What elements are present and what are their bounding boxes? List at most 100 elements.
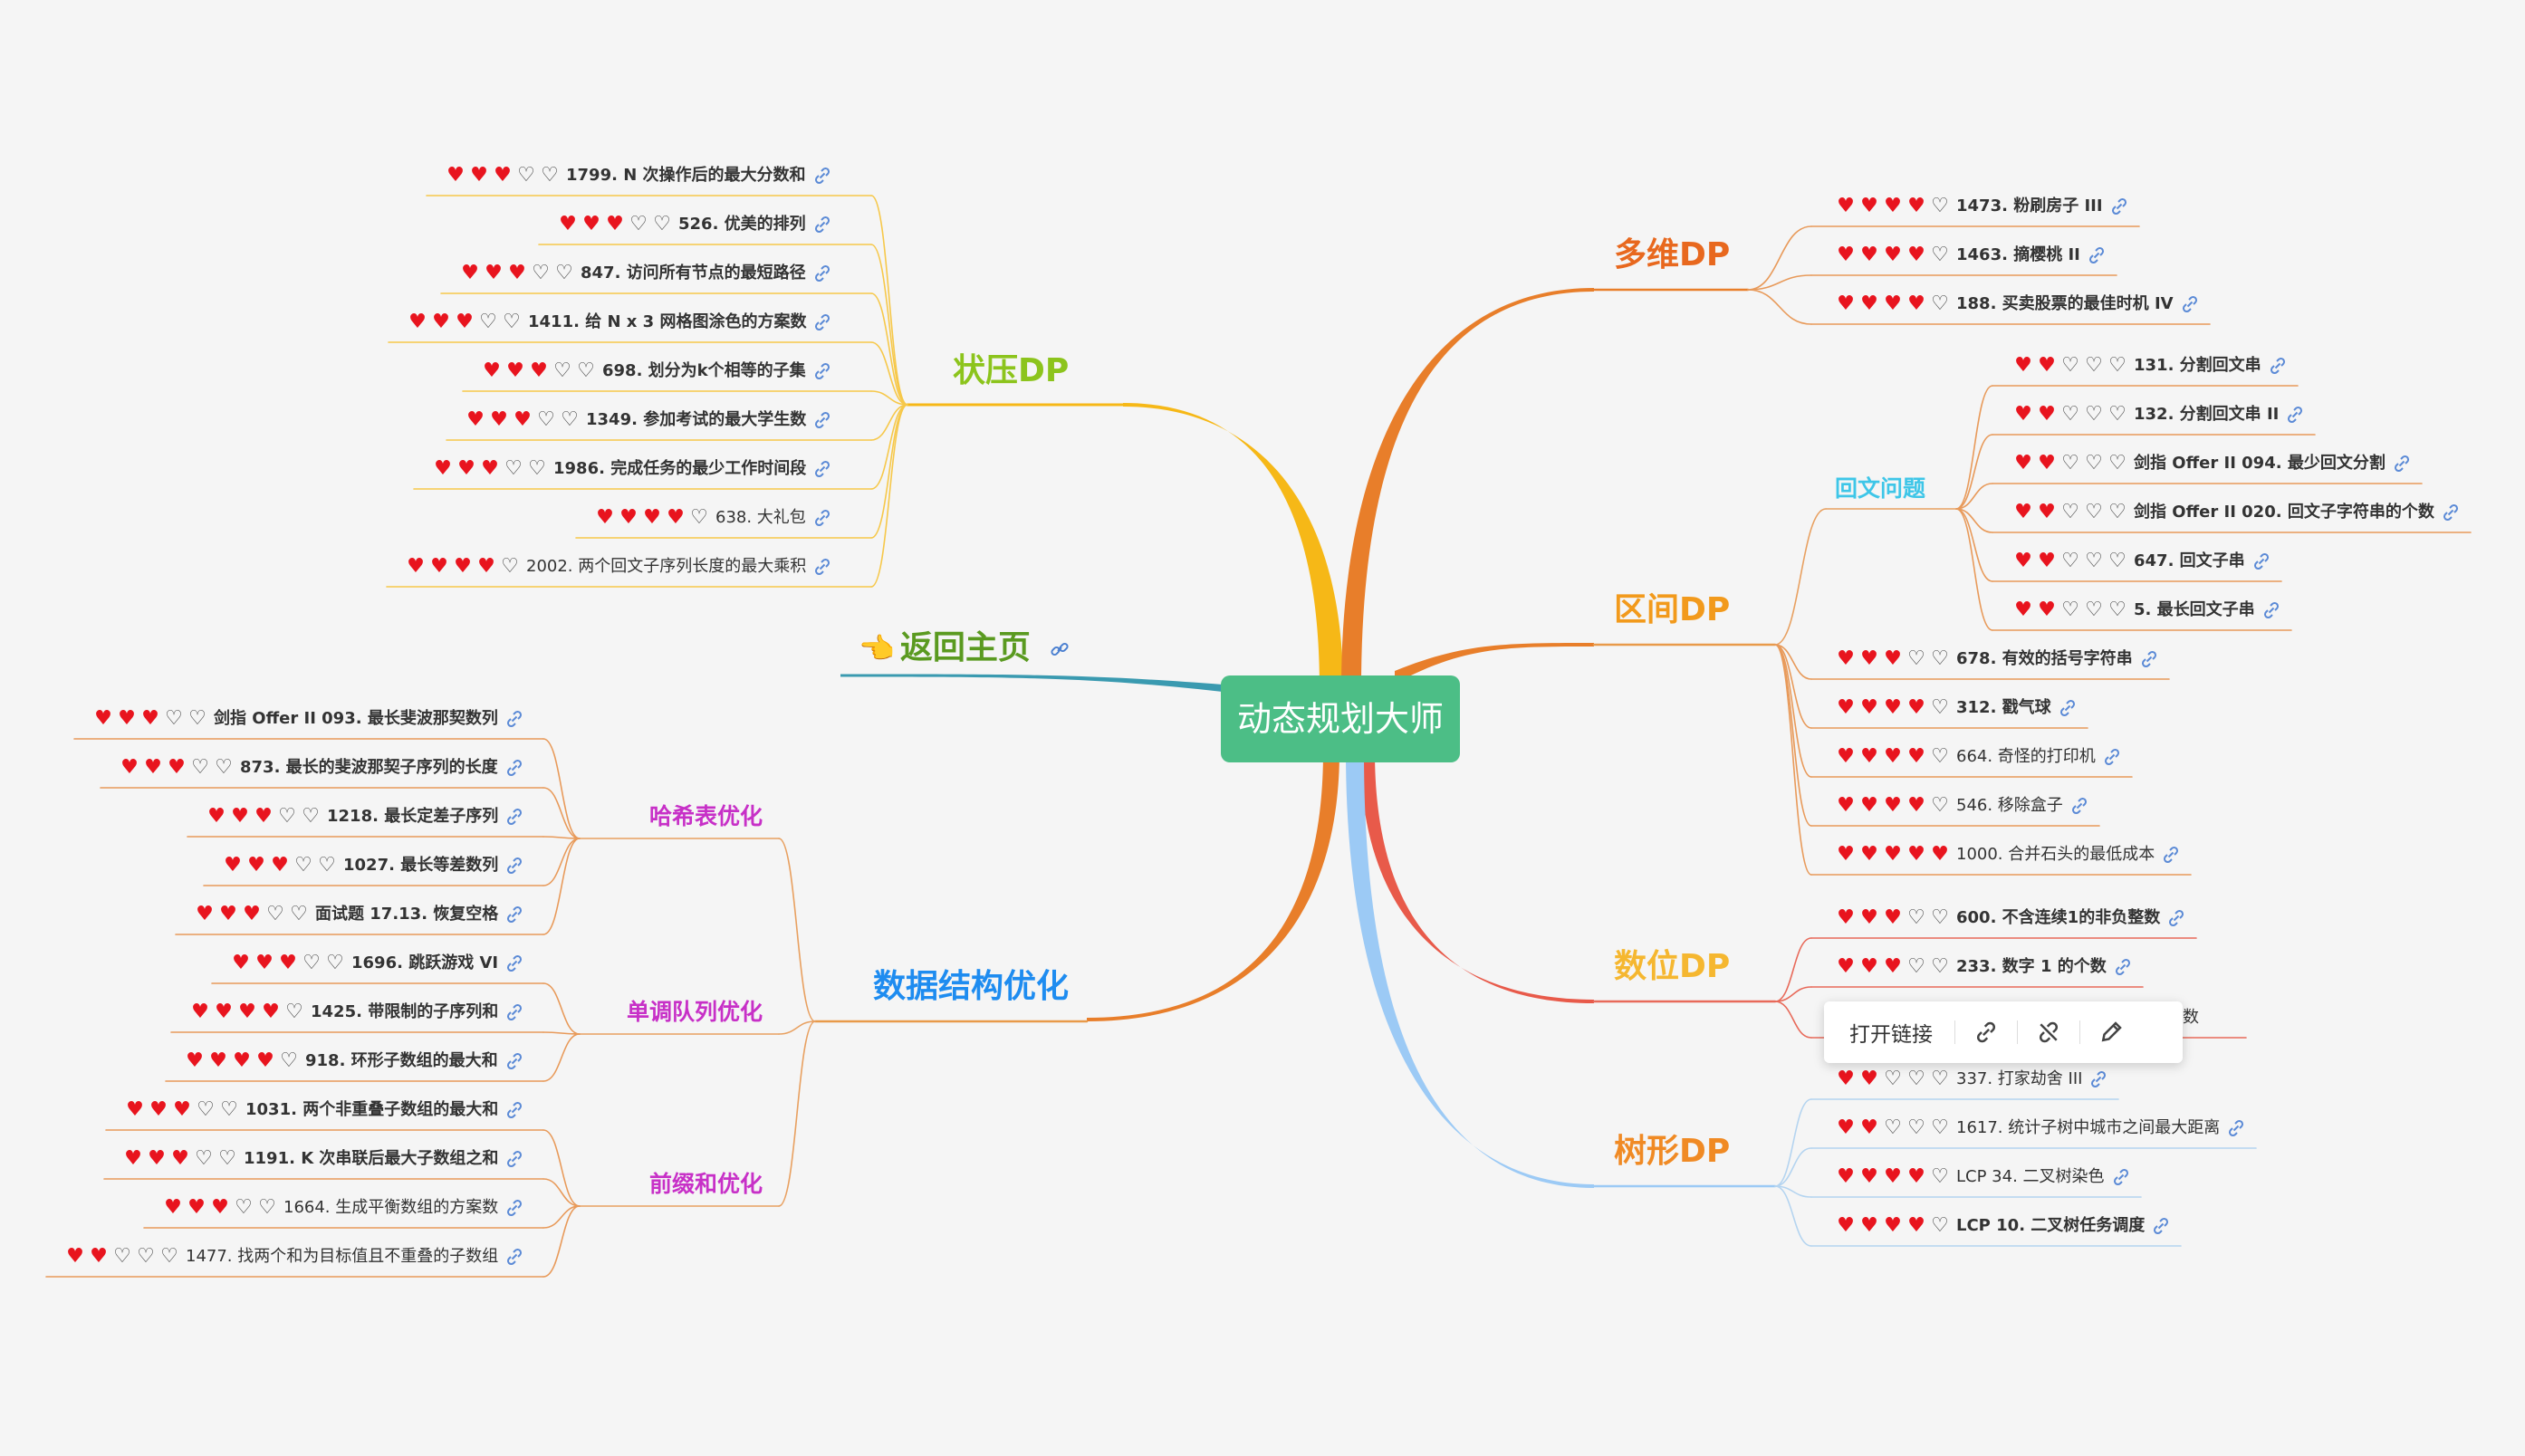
problem-item[interactable]: ♥♥♥♡♡1986. 完成任务的最少工作时间段 xyxy=(432,451,833,487)
problem-item[interactable]: ♥♥♥♥♡546. 移除盒子 xyxy=(1835,788,2090,824)
problem-item[interactable]: ♥♥♥♥♡LCP 34. 二叉树染色 xyxy=(1835,1159,2132,1195)
link-icon[interactable] xyxy=(2261,599,2282,621)
problem-item[interactable]: ♥♥♡♡♡132. 分割回文串 II xyxy=(2012,397,2306,433)
problem-item[interactable]: ♥♥♥♡♡233. 数字 1 的个数 xyxy=(1835,949,2134,985)
link-icon[interactable] xyxy=(504,1148,525,1170)
problem-item[interactable]: ♥♥♥♡♡面试题 17.13. 恢复空格 xyxy=(194,896,525,933)
problem-item[interactable]: ♥♥♥♡♡1411. 给 N x 3 网格图涂色的方案数 xyxy=(407,304,833,340)
link-icon[interactable] xyxy=(2101,746,2123,768)
link-icon[interactable] xyxy=(2160,844,2182,866)
link-icon[interactable] xyxy=(811,263,833,284)
link-icon[interactable] xyxy=(504,1001,525,1023)
problem-item[interactable]: ♥♥♥♥♡2002. 两个回文子序列长度的最大乘积 xyxy=(405,549,833,585)
link-icon[interactable] xyxy=(811,507,833,529)
link-icon[interactable] xyxy=(2138,648,2160,670)
link-icon[interactable] xyxy=(504,1050,525,1072)
branch-duowei[interactable]: 多维DP xyxy=(1614,236,1731,273)
link-icon[interactable] xyxy=(2150,1215,2172,1237)
problem-item[interactable]: ♥♥♥♡♡1191. K 次串联后最大子数组之和 xyxy=(122,1141,525,1177)
link-icon[interactable] xyxy=(504,1099,525,1121)
link-icon[interactable] xyxy=(811,214,833,235)
problem-item[interactable]: ♥♥♡♡♡1477. 找两个和为目标值且不重叠的子数组 xyxy=(64,1239,525,1275)
link-icon[interactable] xyxy=(504,855,525,876)
link-icon[interactable] xyxy=(811,556,833,578)
root-node[interactable]: 动态规划大师 xyxy=(1221,675,1460,762)
home-node[interactable]: 👈返回主页 xyxy=(859,628,1070,668)
link-icon[interactable] xyxy=(2057,697,2079,719)
problem-item[interactable]: ♥♥♥♡♡1218. 最长定差子序列 xyxy=(206,799,525,835)
problem-item[interactable]: 数 xyxy=(2183,1000,2199,1036)
link-icon[interactable] xyxy=(811,311,833,333)
group-2[interactable]: 前缀和优化 xyxy=(649,1171,763,1197)
link-icon[interactable] xyxy=(2391,453,2413,474)
link-icon[interactable] xyxy=(2225,1117,2247,1139)
problem-item[interactable]: ♥♥♥♡♡1031. 两个非重叠子数组的最大和 xyxy=(124,1092,525,1128)
link-icon[interactable] xyxy=(504,904,525,925)
problem-item[interactable]: ♥♥♥♥♡1425. 带限制的子序列和 xyxy=(189,994,525,1030)
link-icon[interactable] xyxy=(2088,1068,2109,1090)
group-0[interactable]: 哈希表优化 xyxy=(649,803,763,829)
link-icon[interactable] xyxy=(2267,355,2289,377)
link-icon[interactable] xyxy=(504,806,525,828)
problem-item[interactable]: ♥♥♥♥♡312. 戳气球 xyxy=(1835,690,2079,726)
link-icon[interactable] xyxy=(2069,795,2090,817)
problem-item[interactable]: ♥♥♡♡♡剑指 Offer II 094. 最少回文分割 xyxy=(2012,445,2413,482)
problem-item[interactable]: ♥♥♥♡♡剑指 Offer II 093. 最长斐波那契数列 xyxy=(92,701,525,737)
problem-item[interactable]: ♥♥♥♥♡188. 买卖股票的最佳时机 IV xyxy=(1835,286,2201,322)
link-icon[interactable] xyxy=(2284,404,2306,426)
problem-item[interactable]: ♥♥♥♡♡1799. N 次操作后的最大分数和 xyxy=(445,158,833,194)
link-icon[interactable] xyxy=(2112,956,2134,978)
problem-item[interactable]: ♥♥♡♡♡647. 回文子串 xyxy=(2012,543,2272,580)
link-icon[interactable] xyxy=(2110,1166,2132,1188)
problem-item[interactable]: ♥♥♥♡♡873. 最长的斐波那契子序列的长度 xyxy=(119,750,525,786)
link-icon[interactable] xyxy=(504,708,525,730)
problem-item[interactable]: ♥♥♥♡♡600. 不含连续1的非负整数 xyxy=(1835,900,2187,936)
problem-item[interactable]: ♥♥♥♡♡1349. 参加考试的最大学生数 xyxy=(465,402,833,438)
branch-shuxing[interactable]: 树形DP xyxy=(1614,1133,1731,1170)
link-icon[interactable] xyxy=(2251,551,2272,572)
group-huiwen[interactable]: 回文问题 xyxy=(1835,475,1926,502)
link-icon[interactable] xyxy=(504,1246,525,1268)
link-icon[interactable] xyxy=(504,953,525,974)
link-icon[interactable] xyxy=(811,458,833,480)
problem-item[interactable]: ♥♥♥♥♡1473. 粉刷房子 III xyxy=(1835,188,2130,225)
problem-item[interactable]: ♥♥♥♡♡698. 划分为k个相等的子集 xyxy=(481,353,833,389)
link-icon[interactable] xyxy=(1049,638,1070,660)
problem-item[interactable]: ♥♥♥♥♡LCP 10. 二叉树任务调度 xyxy=(1835,1208,2172,1244)
link-icon[interactable] xyxy=(2086,244,2107,266)
problem-item[interactable]: ♥♥♡♡♡剑指 Offer II 020. 回文子字符串的个数 xyxy=(2012,494,2462,531)
branch-zhuangya[interactable]: 状压DP xyxy=(953,352,1070,389)
problem-item[interactable]: ♥♥♥♡♡1027. 最长等差数列 xyxy=(222,848,525,884)
link-icon[interactable] xyxy=(504,757,525,779)
link-icon[interactable] xyxy=(811,409,833,431)
problem-item[interactable]: ♥♥♡♡♡5. 最长回文子串 xyxy=(2012,592,2282,628)
problem-item[interactable]: ♥♥♡♡♡1617. 统计子树中城市之间最大距离 xyxy=(1835,1110,2247,1146)
problem-item[interactable]: ♥♥♥♡♡1664. 生成平衡数组的方案数 xyxy=(162,1190,525,1226)
problem-item[interactable]: ♥♥♥♡♡526. 优美的排列 xyxy=(557,206,833,243)
problem-item[interactable]: ♥♥♥♥♡664. 奇怪的打印机 xyxy=(1835,739,2123,775)
edit-link-button[interactable] xyxy=(1963,1012,2010,1052)
problem-item[interactable]: ♥♥♡♡♡131. 分割回文串 xyxy=(2012,348,2289,384)
problem-item[interactable]: ♥♥♥♥♥1000. 合并石头的最低成本 xyxy=(1835,837,2182,873)
problem-item[interactable]: ♥♥♥♡♡678. 有效的括号字符串 xyxy=(1835,641,2160,677)
problem-item[interactable]: ♥♥♥♡♡847. 访问所有节点的最短路径 xyxy=(459,255,833,292)
link-icon[interactable] xyxy=(2440,502,2462,523)
problem-item[interactable]: ♥♥♥♥♡1463. 摘樱桃 II xyxy=(1835,237,2107,273)
problem-item[interactable]: ♥♥♡♡♡337. 打家劫舍 III xyxy=(1835,1061,2109,1097)
link-icon[interactable] xyxy=(2165,907,2187,929)
unlink-button[interactable] xyxy=(2025,1012,2072,1052)
problem-item[interactable]: ♥♥♥♥♡918. 环形子数组的最大和 xyxy=(184,1043,525,1079)
link-icon[interactable] xyxy=(811,360,833,382)
open-link-button[interactable]: 打开链接 xyxy=(1849,1023,1933,1047)
link-icon[interactable] xyxy=(811,165,833,187)
branch-jiegou[interactable]: 数据结构优化 xyxy=(873,968,1070,1005)
branch-qujian[interactable]: 区间DP xyxy=(1614,591,1731,628)
link-icon[interactable] xyxy=(504,1197,525,1219)
link-icon[interactable] xyxy=(2179,293,2201,315)
link-icon[interactable] xyxy=(2108,196,2130,217)
group-1[interactable]: 单调队列优化 xyxy=(627,999,763,1025)
edit-button[interactable] xyxy=(2088,1012,2135,1052)
problem-item[interactable]: ♥♥♥♡♡1696. 跳跃游戏 VI xyxy=(230,945,525,982)
branch-shuwei[interactable]: 数位DP xyxy=(1614,948,1731,985)
problem-item[interactable]: ♥♥♥♥♡638. 大礼包 xyxy=(594,500,833,536)
